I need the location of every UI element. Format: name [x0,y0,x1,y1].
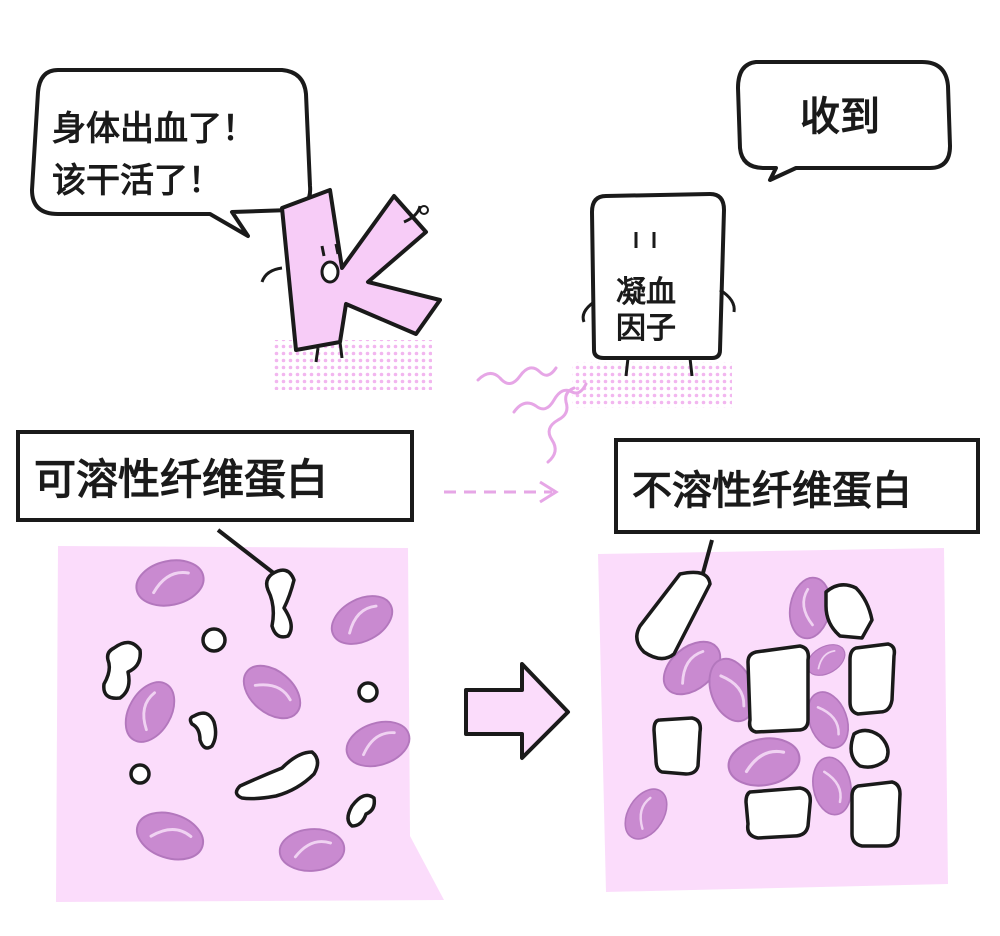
soluble-fibrinogen-label: 可溶性纤维蛋白 [16,430,414,522]
vitamin-k-character: K [260,188,442,390]
factor-text-line1: 凝血 [616,275,676,310]
vitamin-k-speech-bubble: 身体出血了！ 该干活了！ [30,68,313,238]
vitamin-k-speech-line1: 身体出血了！ [52,109,256,149]
signal-waves-icon [476,366,588,464]
factor-speech-text: 收到 [800,94,880,140]
process-arrow-icon [464,662,570,760]
soluble-fibrinogen-text: 可溶性纤维蛋白 [34,455,328,504]
factor-body-icon [590,192,726,360]
insoluble-fibrin-label: 不溶性纤维蛋白 [614,438,980,534]
clotting-factor-character: 凝血 因子 [572,192,736,408]
vitamin-k-speech-line2: 该干活了！ [52,161,222,201]
factor-shadow-dots [572,362,732,408]
factor-speech-bubble: 收到 [736,60,952,182]
insoluble-fibrin-text: 不溶性纤维蛋白 [632,468,912,514]
soluble-fibrinogen-panel [56,528,444,902]
fibrin-blocks [635,570,902,848]
factor-text-line2: 因子 [616,311,676,346]
letter-k-icon [280,188,442,352]
dashed-arrow-icon [444,480,559,504]
insoluble-fibrin-panel [598,539,948,892]
fibrinogen-blobs [102,568,379,828]
k-mouth [320,260,340,284]
